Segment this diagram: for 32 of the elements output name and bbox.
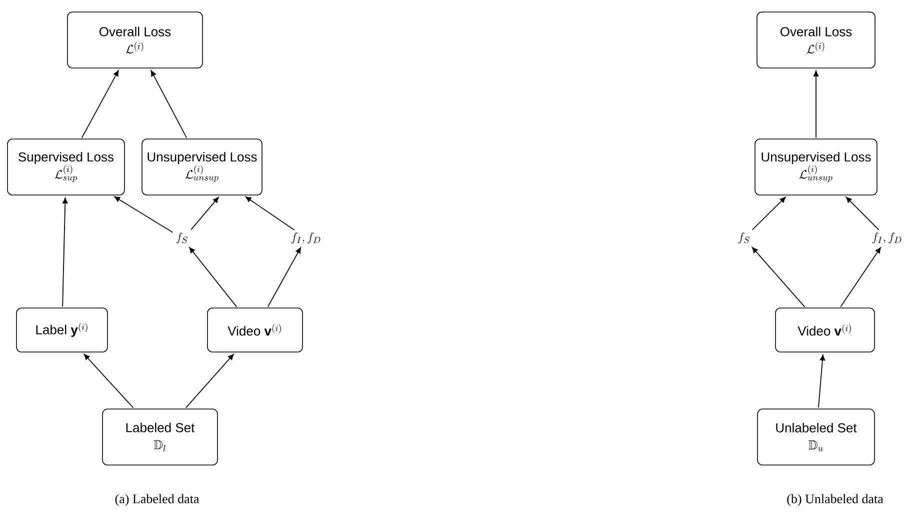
arrow (813, 70, 819, 138)
arrow (840, 247, 881, 308)
caption: (b) Unlabeled data (787, 494, 884, 506)
arrow (185, 354, 234, 408)
process-box: Supervised Loss $\mathcal{L}_{sup}^{(i)}$ (7, 138, 125, 196)
arrow (846, 196, 880, 230)
formula-label: $f_S$ (738, 232, 750, 244)
formula-label: $f_I, f_D$ (291, 232, 320, 244)
arrow (81, 70, 119, 138)
arrow (114, 196, 174, 233)
arrow (189, 247, 238, 308)
process-box: Video $\mathbf{v}^{(i)}$ (207, 308, 303, 352)
arrow (150, 70, 188, 138)
arrow (62, 198, 68, 308)
arrow (752, 247, 806, 308)
process-box: Unlabeled Set $\mathbb{D}_u$ (757, 408, 875, 466)
arrow (84, 354, 134, 408)
process-box: Overall Loss $\mathcal{L}^{(i)}$ (756, 12, 876, 68)
arrow (245, 196, 295, 230)
process-box: Label $\mathbf{y}^{(i)}$ (16, 308, 108, 352)
arrow (752, 196, 786, 230)
caption: (a) Labeled data (115, 494, 200, 506)
arrow (818, 354, 826, 408)
process-box: Video $\mathbf{v}^{(i)}$ (775, 308, 875, 352)
formula-label: $f_S$ (176, 232, 188, 244)
arrow (267, 247, 301, 308)
arrow (190, 196, 219, 230)
process-box: Labeled Set $\mathbb{D}_l$ (102, 408, 218, 466)
process-box: Unsupervised Loss $\mathcal{L}_{unsup}^{(i)}$ (754, 138, 878, 196)
process-box: Overall Loss $\mathcal{L}^{(i)}$ (67, 12, 203, 68)
formula-label: $f_I, f_D$ (872, 232, 902, 244)
process-box: Unsupervised Loss $\mathcal{L}_{unsup}^{(i)}$ (142, 138, 262, 196)
